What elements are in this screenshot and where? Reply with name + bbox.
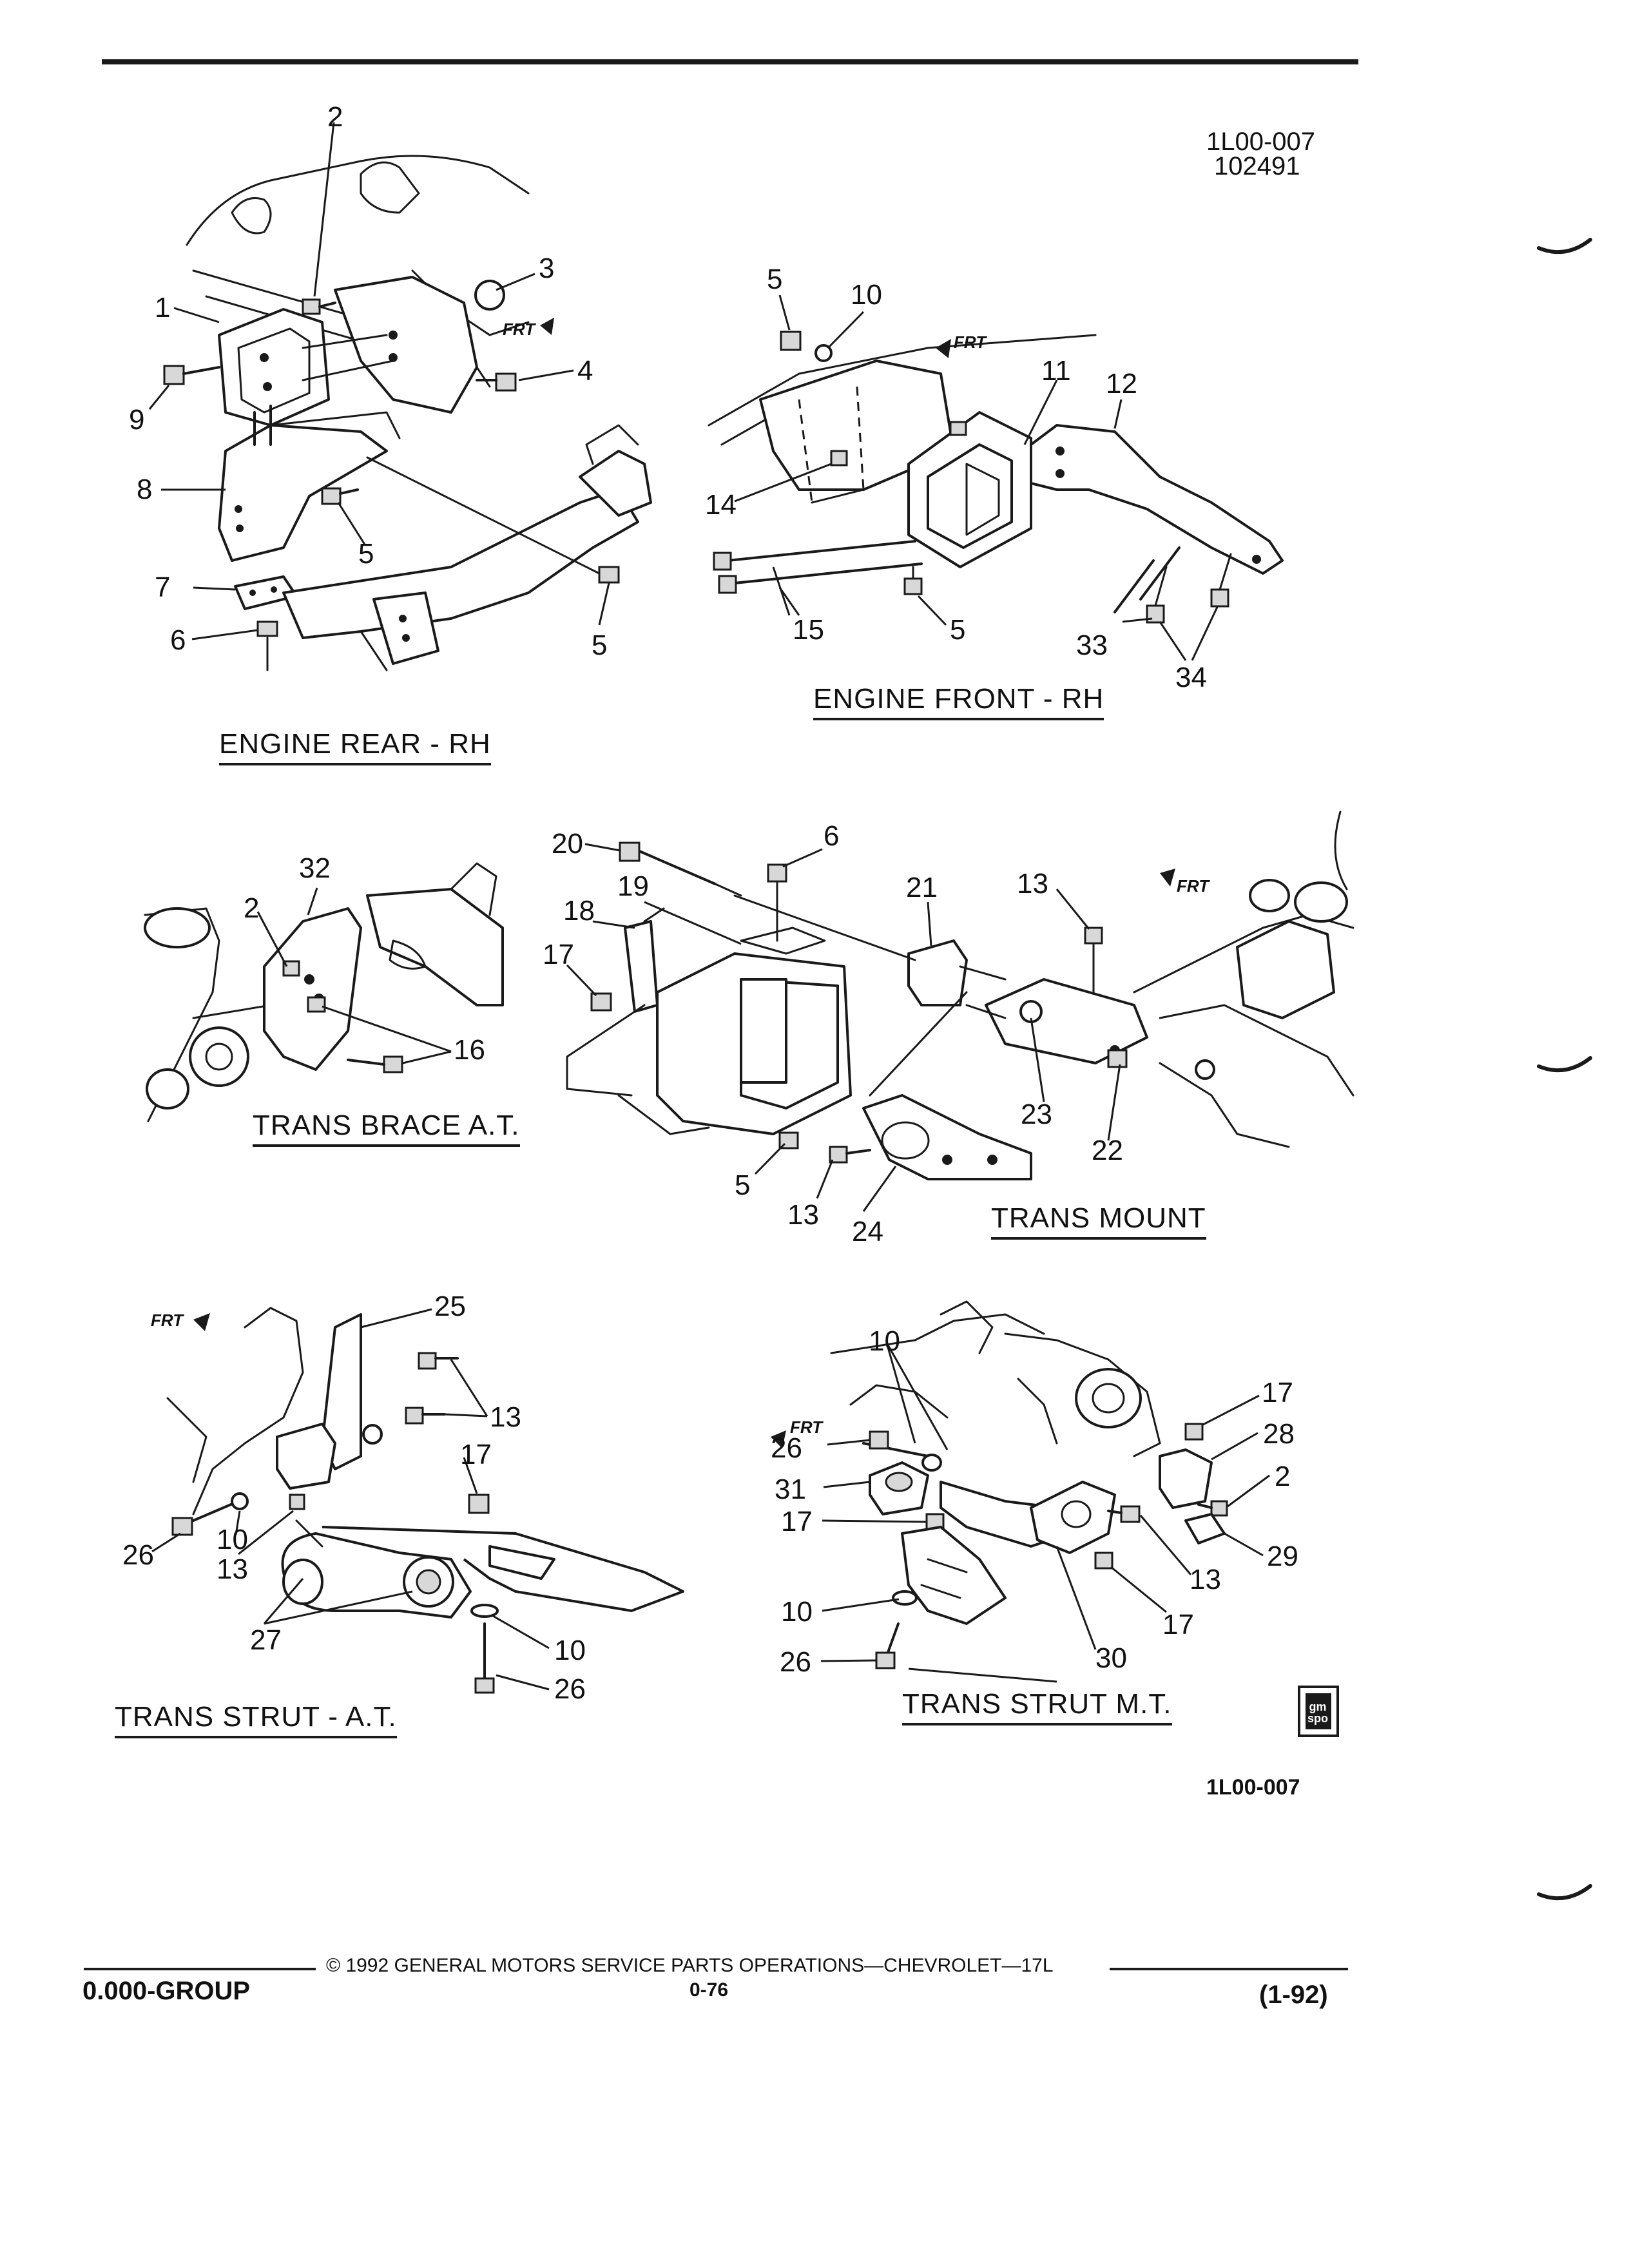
callout-32: 32 xyxy=(299,852,331,884)
callout-6: 6 xyxy=(170,624,186,656)
top-rule xyxy=(102,59,1358,64)
callout-31: 31 xyxy=(775,1474,806,1505)
callout-18: 18 xyxy=(563,895,595,927)
callout-17: 17 xyxy=(1162,1609,1194,1640)
callout-28: 28 xyxy=(1263,1418,1295,1450)
footer-rule-right xyxy=(1110,1968,1348,1970)
callout-2: 2 xyxy=(244,892,260,924)
callout-5: 5 xyxy=(735,1169,751,1201)
callout-15: 15 xyxy=(793,614,824,646)
callout-17: 17 xyxy=(543,939,574,970)
callout-12: 12 xyxy=(1106,368,1137,399)
caption-trans-strut-mt: TRANS STRUT M.T. xyxy=(902,1688,1172,1725)
callout-30: 30 xyxy=(1095,1642,1127,1674)
frt-label: FRT xyxy=(151,1311,184,1330)
binding-mark xyxy=(1537,1884,1592,1901)
binding-mark xyxy=(1537,238,1592,255)
date-code: 102491 xyxy=(1214,152,1300,180)
engine-rear-rh-illustration xyxy=(148,122,652,671)
caption-engine-front-rh: ENGINE FRONT - RH xyxy=(813,683,1104,720)
callout-17: 17 xyxy=(781,1506,813,1537)
trans-mount-illustration xyxy=(566,811,1354,1212)
engine-front-rh-illustration xyxy=(708,294,1284,661)
frt-label: FRT xyxy=(503,320,535,339)
callout-25: 25 xyxy=(434,1291,466,1322)
callout-13: 13 xyxy=(217,1553,248,1585)
caption-trans-brace-at: TRANS BRACE A.T. xyxy=(253,1110,520,1147)
callout-29: 29 xyxy=(1267,1541,1298,1572)
page-number: 0-76 xyxy=(689,1979,729,2001)
callout-11: 11 xyxy=(1041,355,1071,387)
frt-label: FRT xyxy=(954,332,987,352)
callout-6: 6 xyxy=(824,820,840,852)
callout-13: 13 xyxy=(490,1401,521,1433)
frt-label: FRT xyxy=(1177,876,1210,896)
callout-26: 26 xyxy=(554,1673,586,1705)
callout-5: 5 xyxy=(767,264,783,295)
callout-21: 21 xyxy=(906,872,938,903)
trans-strut-mt-illustration xyxy=(771,1300,1270,1683)
callout-10: 10 xyxy=(781,1596,813,1628)
callout-23: 23 xyxy=(1021,1099,1052,1130)
callout-26: 26 xyxy=(122,1539,154,1571)
binding-mark xyxy=(1537,1056,1592,1073)
callout-26: 26 xyxy=(771,1432,802,1464)
caption-trans-mount: TRANS MOUNT xyxy=(991,1202,1206,1240)
callout-22: 22 xyxy=(1092,1135,1123,1166)
callout-5: 5 xyxy=(592,629,608,661)
callout-2: 2 xyxy=(327,101,343,133)
gm-spo-logo-text: gm spo xyxy=(1307,1700,1328,1725)
callout-17: 17 xyxy=(460,1439,492,1470)
callout-27: 27 xyxy=(250,1624,282,1656)
callout-19: 19 xyxy=(617,870,649,902)
callout-16: 16 xyxy=(454,1034,485,1066)
callout-10: 10 xyxy=(851,279,882,311)
callout-24: 24 xyxy=(852,1216,883,1247)
footer-rule-left xyxy=(84,1968,316,1970)
drawing-code: 1L00-007 xyxy=(1206,128,1316,156)
copyright-line: © 1992 GENERAL MOTORS SERVICE PARTS OPER… xyxy=(326,1955,1054,1976)
callout-10: 10 xyxy=(217,1524,248,1555)
callout-17: 17 xyxy=(1262,1377,1293,1408)
callout-13: 13 xyxy=(787,1199,819,1231)
callout-13: 13 xyxy=(1190,1564,1221,1595)
callout-10: 10 xyxy=(869,1325,900,1357)
callout-14: 14 xyxy=(705,489,737,521)
footer-drawing-code: 1L00-007 xyxy=(1206,1775,1300,1800)
callout-20: 20 xyxy=(552,828,583,860)
gm-spo-logo: gm spo xyxy=(1298,1686,1339,1737)
callout-3: 3 xyxy=(539,253,555,284)
trans-brace-at-illustration xyxy=(144,862,504,1122)
callout-5: 5 xyxy=(950,614,966,646)
callout-9: 9 xyxy=(129,404,145,436)
callout-13: 13 xyxy=(1017,868,1048,899)
caption-engine-rear-rh: ENGINE REAR - RH xyxy=(219,728,491,765)
callout-4: 4 xyxy=(577,355,593,387)
trans-strut-at-illustration xyxy=(151,1307,684,1694)
callout-10: 10 xyxy=(554,1635,586,1666)
callout-1: 1 xyxy=(155,292,171,323)
callout-8: 8 xyxy=(137,474,153,505)
callout-34: 34 xyxy=(1175,662,1207,693)
group-label: 0.000-GROUP xyxy=(82,1977,251,2005)
callout-5: 5 xyxy=(358,538,374,570)
callout-33: 33 xyxy=(1076,629,1108,661)
frt-label: FRT xyxy=(790,1418,823,1437)
callout-7: 7 xyxy=(155,572,171,603)
revision-label: (1-92) xyxy=(1259,1981,1328,2009)
callout-26: 26 xyxy=(780,1646,811,1678)
caption-trans-strut-at: TRANS STRUT - A.T. xyxy=(115,1701,397,1738)
callout-2: 2 xyxy=(1275,1461,1291,1492)
